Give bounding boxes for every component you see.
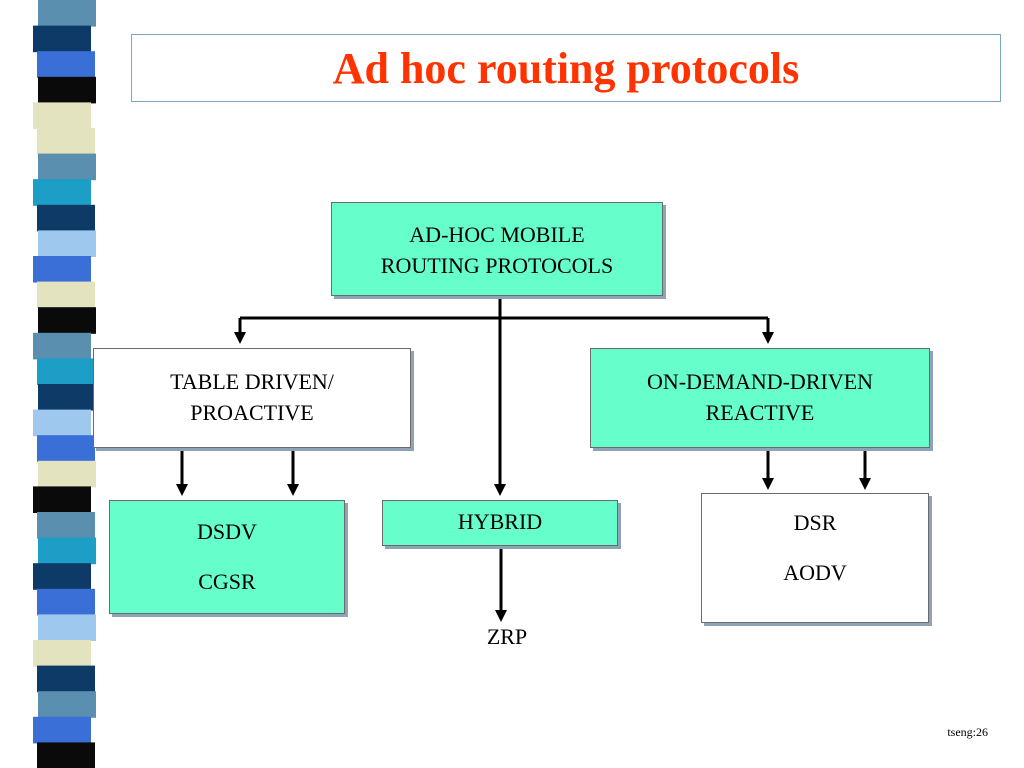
decorative-side-strip — [33, 0, 96, 768]
on-demand-node: ON-DEMAND-DRIVEN REACTIVE — [590, 348, 930, 448]
strip-segment — [33, 332, 91, 360]
on-demand-line-2: REACTIVE — [705, 400, 815, 425]
table-driven-line-2: PROACTIVE — [190, 400, 314, 425]
root-line-1: AD-HOC MOBILE — [409, 222, 585, 247]
on-demand-line-1: ON-DEMAND-DRIVEN — [646, 369, 874, 394]
proactive-protocols-node: DSDV CGSR — [109, 500, 345, 614]
root-node: AD-HOC MOBILE ROUTING PROTOCOLS — [331, 202, 663, 296]
protocol-cgsr: CGSR — [198, 569, 256, 594]
strip-segment — [37, 358, 95, 385]
strip-segment — [33, 179, 91, 206]
title-box: Ad hoc routing protocols — [131, 34, 1001, 102]
strip-segment — [38, 614, 96, 641]
hybrid-label: HYBRID — [457, 509, 543, 534]
strip-segment — [33, 563, 91, 590]
reactive-protocols-node: DSR AODV — [701, 493, 929, 623]
root-line-2: ROUTING PROTOCOLS — [380, 253, 614, 278]
strip-segment — [38, 230, 96, 257]
strip-segment — [38, 537, 96, 565]
strip-segment — [33, 256, 91, 283]
strip-segment — [33, 25, 91, 53]
strip-segment — [37, 281, 95, 309]
page-title: Ad hoc routing protocols — [332, 43, 800, 93]
hybrid-node: HYBRID — [382, 500, 618, 546]
strip-segment — [37, 51, 95, 78]
strip-segment — [37, 742, 95, 768]
protocol-aodv: AODV — [783, 560, 847, 585]
strip-segment — [38, 384, 96, 411]
strip-segment — [33, 716, 91, 744]
protocol-dsr: DSR — [793, 510, 837, 535]
strip-segment — [38, 0, 96, 27]
slide-footer: tseng:26 — [947, 725, 988, 739]
strip-segment — [33, 102, 91, 129]
strip-segment — [33, 640, 91, 667]
strip-segment — [37, 435, 95, 462]
strip-segment — [38, 460, 96, 488]
strip-segment — [37, 588, 95, 616]
strip-segment — [33, 409, 91, 437]
protocol-zrp: ZRP — [486, 624, 528, 649]
strip-segment — [37, 204, 95, 232]
strip-segment — [37, 512, 95, 539]
strip-segment — [37, 665, 95, 693]
strip-segment — [38, 307, 96, 334]
strip-segment — [38, 691, 96, 718]
strip-segment — [33, 486, 91, 513]
strip-segment — [37, 128, 95, 155]
table-driven-line-1: TABLE DRIVEN/ — [170, 369, 334, 394]
strip-segment — [38, 76, 96, 104]
protocol-dsdv: DSDV — [197, 519, 257, 544]
strip-segment — [38, 153, 96, 181]
table-driven-node: TABLE DRIVEN/ PROACTIVE — [93, 348, 411, 448]
